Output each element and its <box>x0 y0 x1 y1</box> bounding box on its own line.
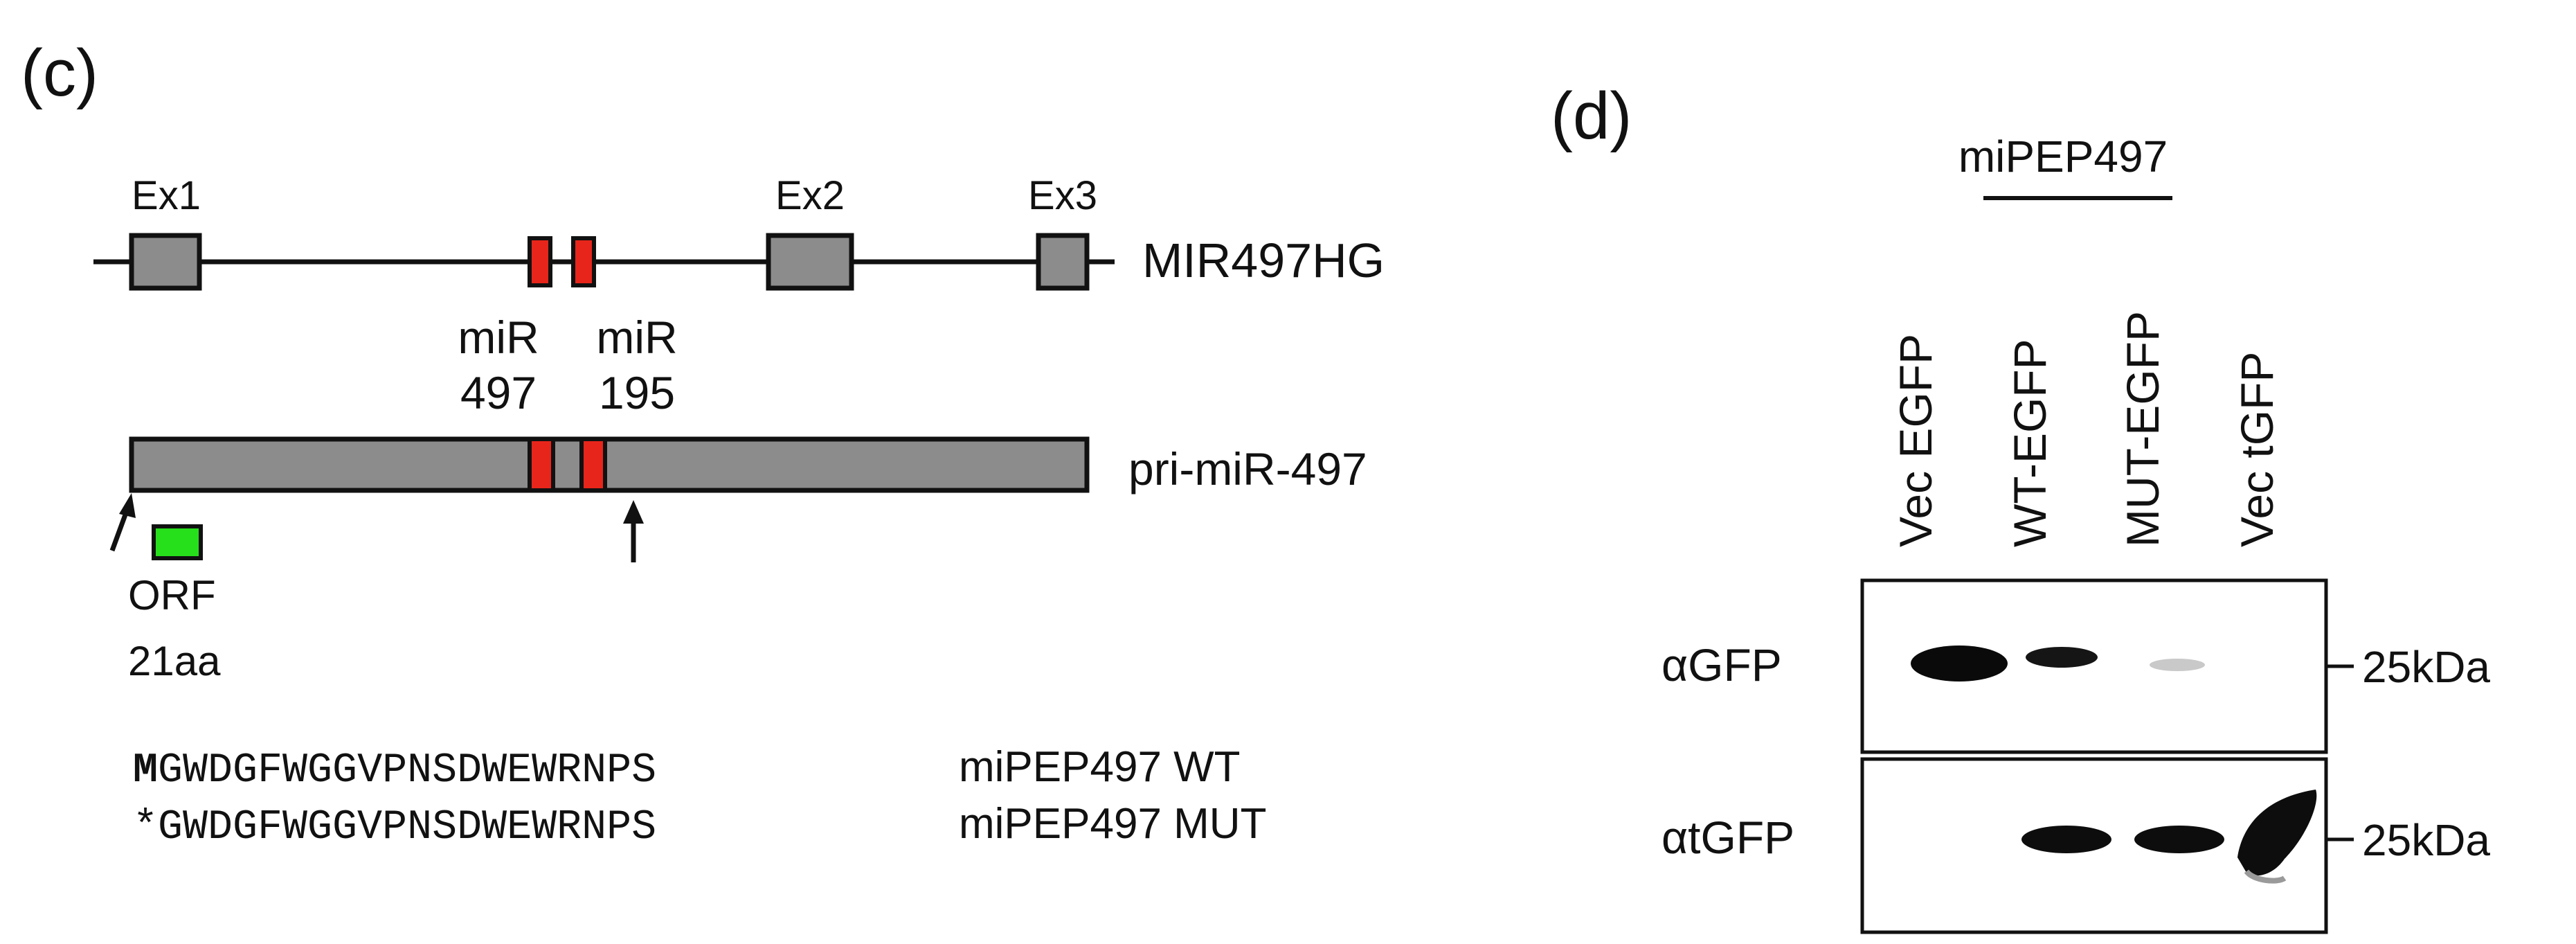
lane-label-wt-egfp: WT-EGFP <box>2004 339 2055 547</box>
blot-atgfp-band-mut-egfp <box>2134 826 2224 853</box>
blot-atgfp-marker-label: 25kDa <box>2362 815 2490 865</box>
mir195-label-line1: miR <box>596 312 677 363</box>
lane-label-vec-tgfp: Vec tGFP <box>2231 352 2282 547</box>
exon-3-box <box>1036 233 1090 291</box>
blot-atgfp-band-vec-tgfp <box>2237 790 2317 876</box>
transcript-name-label: pri-miR-497 <box>1128 443 1367 495</box>
mut-sequence-label: miPEP497 MUT <box>959 800 1266 848</box>
mir497-label-line2: 497 <box>460 367 537 418</box>
blot-atgfp-band-wt-egfp <box>2021 826 2111 853</box>
transcript-end-arrow-icon <box>623 500 644 562</box>
group-label: miPEP497 <box>1958 132 2168 181</box>
blot-agfp-band-mut-egfp <box>2150 659 2205 671</box>
transcript-start-arrow-icon <box>109 493 136 552</box>
lane-label-mut-egfp: MUT-EGFP <box>2117 311 2168 547</box>
gene-structure <box>93 233 1115 291</box>
blot-atgfp-smear <box>2244 869 2287 884</box>
orf-label: ORF <box>128 572 216 618</box>
wt-sequence-rest: GWDGFWGGVPNSDWEWRNPS <box>158 747 656 794</box>
gene-name-label: MIR497HG <box>1142 233 1385 287</box>
blot-agfp-marker-label: 25kDa <box>2362 642 2490 692</box>
orf-length-label: 21aa <box>128 638 221 684</box>
mut-sequence: *GWDGFWGGVPNSDWEWRNPS <box>133 804 656 851</box>
blot-agfp-panel <box>1860 578 2328 754</box>
orf-box <box>152 524 203 560</box>
blot-agfp-band-wt-egfp <box>2026 647 2098 668</box>
mir497-locus-box <box>528 236 552 287</box>
wt-sequence: MGWDGFWGGVPNSDWEWRNPS <box>133 747 656 794</box>
transcript-mir195-box <box>579 437 607 492</box>
exon-2-box <box>766 233 854 291</box>
blot-agfp-antibody-label: αGFP <box>1661 639 1782 691</box>
wt-sequence-label: miPEP497 WT <box>959 743 1241 791</box>
lane-label-vec-egfp: Vec EGFP <box>1890 334 1941 547</box>
exon-1-label: Ex1 <box>132 173 201 218</box>
mir195-label-line2: 195 <box>599 367 675 418</box>
exon-1-box <box>129 233 202 291</box>
exon-2-label: Ex2 <box>775 173 845 218</box>
panel-d-label: (d) <box>1551 79 1632 153</box>
mir497-label-line1: miR <box>458 312 539 363</box>
mir195-locus-box <box>571 236 596 287</box>
blot-agfp-band-vec-egfp <box>1911 645 2008 682</box>
transcript-mir497-box <box>528 437 555 492</box>
exon-3-label: Ex3 <box>1028 173 1097 218</box>
transcript-bar <box>129 436 1090 493</box>
panel-c-label: (c) <box>21 36 98 110</box>
blot-atgfp-panel <box>1860 757 2328 934</box>
blot-atgfp-antibody-label: αtGFP <box>1661 812 1794 863</box>
wt-start-methionine: M <box>133 747 158 794</box>
transcript-structure <box>129 436 1090 493</box>
